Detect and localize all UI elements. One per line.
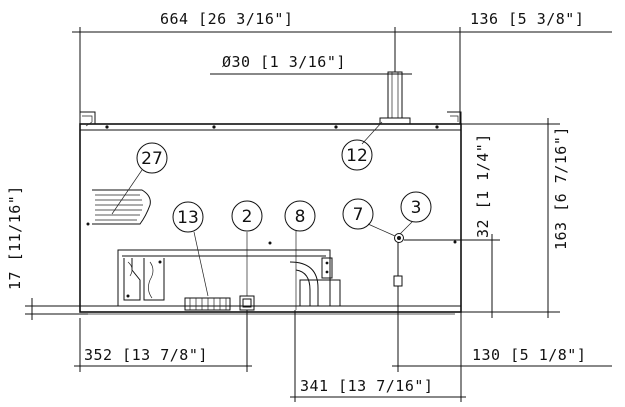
callout-12-circle: [341, 139, 373, 171]
callout-27: 27: [141, 149, 163, 169]
callout-8-circle: [284, 200, 316, 232]
dim-bottom-341: 341 [13 7/16"]: [300, 377, 433, 395]
dim-vertical-17: 17 [11/16"]: [6, 185, 24, 290]
callout-27-circle: [136, 142, 168, 174]
callout-2-circle: [231, 200, 263, 232]
callout-12: 12: [346, 146, 368, 166]
dim-right-offset: 136 [5 3/8"]: [470, 10, 584, 28]
callouts: [111, 121, 432, 310]
callout-13: 13: [177, 208, 199, 228]
callout-13-circle: [172, 201, 204, 233]
callout-3: 3: [411, 198, 422, 218]
dim-bottom-352: 352 [13 7/8"]: [84, 346, 208, 364]
dim-height-total: 163 [6 7/16"]: [552, 126, 570, 250]
dim-vertical-32: 32 [1 1/4"]: [474, 133, 492, 238]
dim-pipe-diameter: Ø30 [1 3/16"]: [222, 53, 346, 71]
pipe-fitting: [374, 71, 416, 125]
inner-assembly: [117, 233, 404, 311]
vent-grille: [92, 189, 151, 225]
callout-3-circle: [400, 191, 432, 223]
dim-bottom-130: 130 [5 1/8"]: [472, 346, 586, 364]
dim-width-total: 664 [26 3/16"]: [160, 10, 293, 28]
callout-2: 2: [242, 207, 253, 227]
callout-7-circle: [342, 198, 374, 230]
unit-body: [79, 111, 462, 315]
dimension-lines: [25, 27, 612, 402]
callout-7: 7: [353, 205, 364, 225]
callout-8: 8: [295, 207, 306, 227]
